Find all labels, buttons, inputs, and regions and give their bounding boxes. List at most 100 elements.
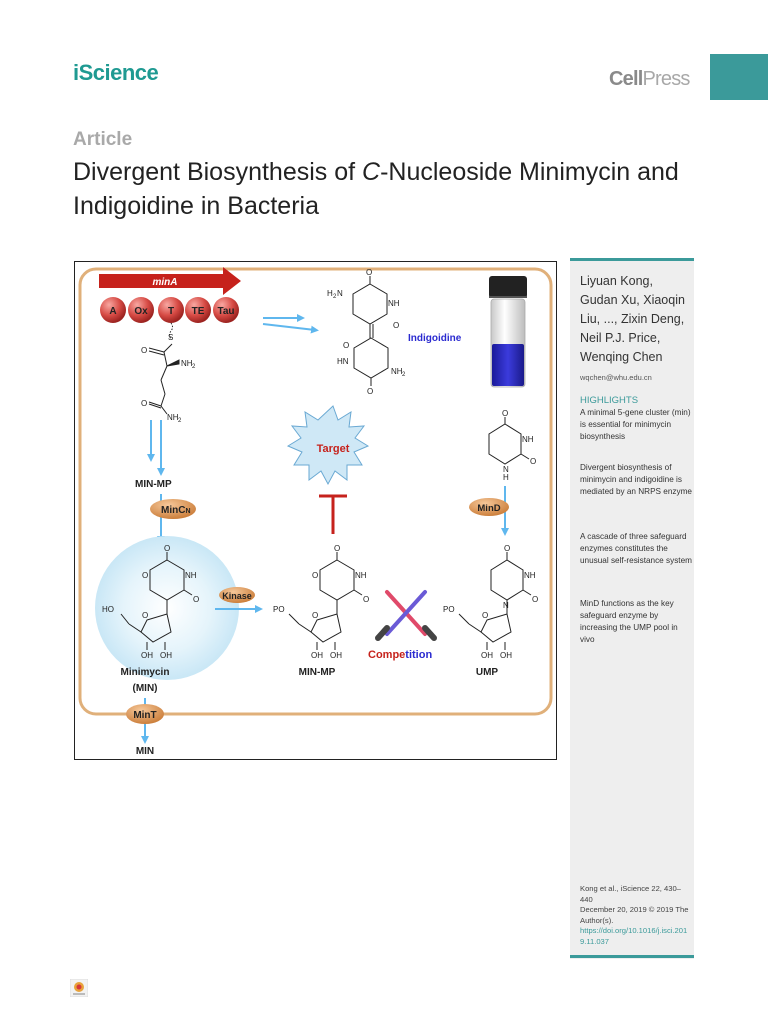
svg-text:O: O <box>482 611 488 620</box>
kinase-label: Kinase <box>222 591 252 601</box>
svg-text:S: S <box>168 333 173 342</box>
svg-text:PO: PO <box>273 605 285 614</box>
highlights-heading: HIGHLIGHTS <box>580 395 639 406</box>
svg-text:N: N <box>503 601 509 610</box>
cell-boundary <box>78 267 553 716</box>
svg-text:O: O <box>141 346 147 355</box>
svg-text:2: 2 <box>178 418 182 424</box>
highlight-item: MinD functions as the key safeguard enzy… <box>580 599 678 644</box>
svg-text:O: O <box>532 595 538 604</box>
highlight-item: A minimal 5-gene cluster (min) is essent… <box>580 408 691 441</box>
svg-text:O: O <box>393 321 399 330</box>
gene-label: minA <box>153 277 178 288</box>
domain-sphere <box>158 297 184 323</box>
svg-text:2: 2 <box>402 372 406 378</box>
svg-text:N: N <box>337 289 343 298</box>
target-starburst <box>286 405 370 486</box>
svg-text:N: N <box>503 465 509 474</box>
svg-text:NH: NH <box>388 299 400 308</box>
uracil-atoms: O NH O N H <box>502 409 536 482</box>
svg-text:O: O <box>142 611 148 620</box>
article-type: Article <box>73 129 133 150</box>
domain-label: Tau <box>217 306 234 317</box>
kinase-enzyme <box>219 587 255 603</box>
svg-text:O: O <box>530 457 536 466</box>
svg-text:OH: OH <box>141 651 153 660</box>
svg-text:O: O <box>334 544 340 553</box>
mincn-label: MinC <box>161 505 185 516</box>
competition-label: Competition <box>368 649 432 661</box>
indigoidine-atoms: O H 2 N NH O O HN NH 2 O <box>327 268 406 396</box>
min-mp-atoms: O O NH O O PO OH OH <box>273 544 369 660</box>
uracil-structure <box>488 417 530 465</box>
domain-sphere <box>128 297 154 323</box>
minimycin-structure <box>120 552 193 650</box>
svg-text:O: O <box>367 387 373 396</box>
svg-text:PO: PO <box>443 605 455 614</box>
svg-text:O: O <box>366 268 372 277</box>
min-mp-top-label: MIN-MP <box>135 479 172 490</box>
authors: Liyuan Kong, Gudan Xu, Xiaoqin Liu, ...,… <box>580 274 685 364</box>
ump-label: UMP <box>476 667 499 678</box>
publisher-cell: Cell <box>609 68 643 90</box>
svg-text:NH: NH <box>522 435 534 444</box>
citation: Kong et al., iScience 22, 430–440 Decemb… <box>580 884 692 947</box>
svg-text:HO: HO <box>102 605 114 614</box>
publisher-press: Press <box>642 68 690 90</box>
tethered-substrate <box>148 322 180 415</box>
title-part-2: -Nucleoside Minimycin and Indigoidine in… <box>73 158 679 220</box>
vial-icon <box>489 276 527 388</box>
mind-enzyme <box>469 498 509 516</box>
svg-text:MinCN: MinCN <box>161 505 191 516</box>
svg-text:2: 2 <box>333 294 337 300</box>
contact-email[interactable]: wqchen@whu.edu.cn <box>580 373 652 382</box>
minimycin-atoms: O O NH O O HO OH OH <box>102 544 199 660</box>
mint-label: MinT <box>133 710 156 721</box>
mint-enzyme <box>126 704 164 724</box>
svg-text:OH: OH <box>330 651 342 660</box>
svg-text:NH: NH <box>524 571 536 580</box>
domain-label: A <box>109 306 116 317</box>
doi-link[interactable]: https://doi.org/10.1016/j.isci.2019.11.0… <box>580 926 688 946</box>
domain-sphere <box>213 297 239 323</box>
min-mp-structure <box>288 552 363 650</box>
citation-line-2: December 20, 2019 © 2019 The Author(s). <box>580 905 689 925</box>
ump-atoms: O NH O N O PO OH OH <box>443 544 538 660</box>
highlight-item: Divergent biosynthesis of minimycin and … <box>580 463 692 496</box>
svg-text:NH: NH <box>391 367 403 376</box>
domain-sphere <box>100 297 126 323</box>
svg-text:O: O <box>504 544 510 553</box>
svg-text:OH: OH <box>500 651 512 660</box>
svg-text:O: O <box>142 571 148 580</box>
minimycin-label-1: Minimycin <box>121 667 170 678</box>
domain-label: T <box>168 306 174 317</box>
svg-text:HN: HN <box>337 357 349 366</box>
ump-structure <box>458 552 532 650</box>
svg-text:O: O <box>193 595 199 604</box>
svg-text:NH: NH <box>181 359 193 368</box>
svg-text:O: O <box>141 399 147 408</box>
crossmark-icon[interactable] <box>70 979 88 997</box>
header-accent-block <box>710 54 768 100</box>
title-italic: C <box>362 158 381 186</box>
svg-text:OH: OH <box>160 651 172 660</box>
mincn-subscript: N <box>185 508 190 515</box>
highlight-item: A cascade of three safeguard enzymes con… <box>580 532 692 565</box>
mind-label: MinD <box>477 503 500 514</box>
journal-name: iScience <box>73 60 159 85</box>
publisher-logo: CellPress <box>609 68 690 91</box>
target-label: Target <box>317 443 350 455</box>
mincn-enzyme <box>150 499 196 519</box>
domain-label: TE <box>192 306 205 317</box>
sidebar-bottom-rule <box>570 955 694 958</box>
min-mp-mid-label: MIN-MP <box>299 667 336 678</box>
indigoidine-structure <box>352 276 389 386</box>
svg-text:O: O <box>502 409 508 418</box>
svg-text:NH: NH <box>185 571 197 580</box>
gene-arrow <box>99 267 241 295</box>
svg-text:OH: OH <box>481 651 493 660</box>
svg-text:NH: NH <box>355 571 367 580</box>
citation-line-1: Kong et al., iScience 22, 430–440 <box>580 884 681 904</box>
svg-text:H: H <box>327 289 333 298</box>
sidebar-panel <box>570 258 694 959</box>
